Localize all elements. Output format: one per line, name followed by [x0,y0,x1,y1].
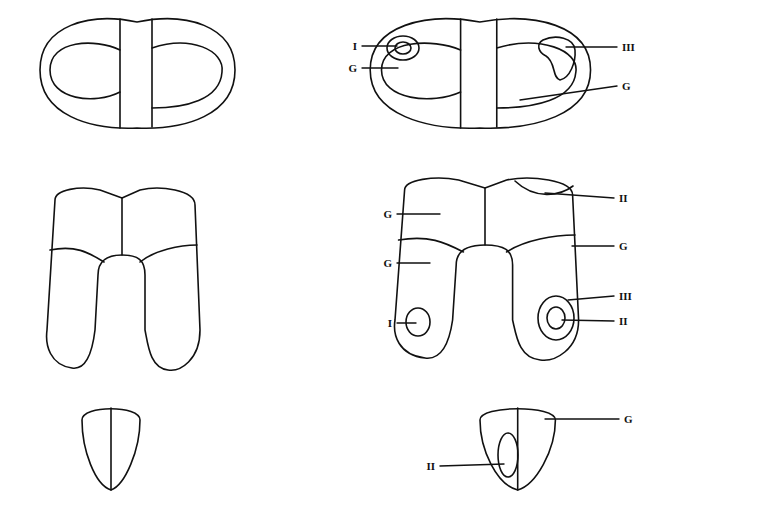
callout-label: II [618,192,629,204]
callout-label: III [621,41,636,53]
callout-label: G [623,413,634,425]
callout-label: G [618,240,629,252]
callout-label: G [621,80,632,92]
callout-label: I [352,40,358,52]
callout-label: G [347,62,358,74]
callout-label: G [382,257,393,269]
callout-label: II [425,460,436,472]
callout-label: II [618,315,629,327]
callout-label: G [382,208,393,220]
callout-label: III [618,290,633,302]
callout-label: I [387,317,393,329]
